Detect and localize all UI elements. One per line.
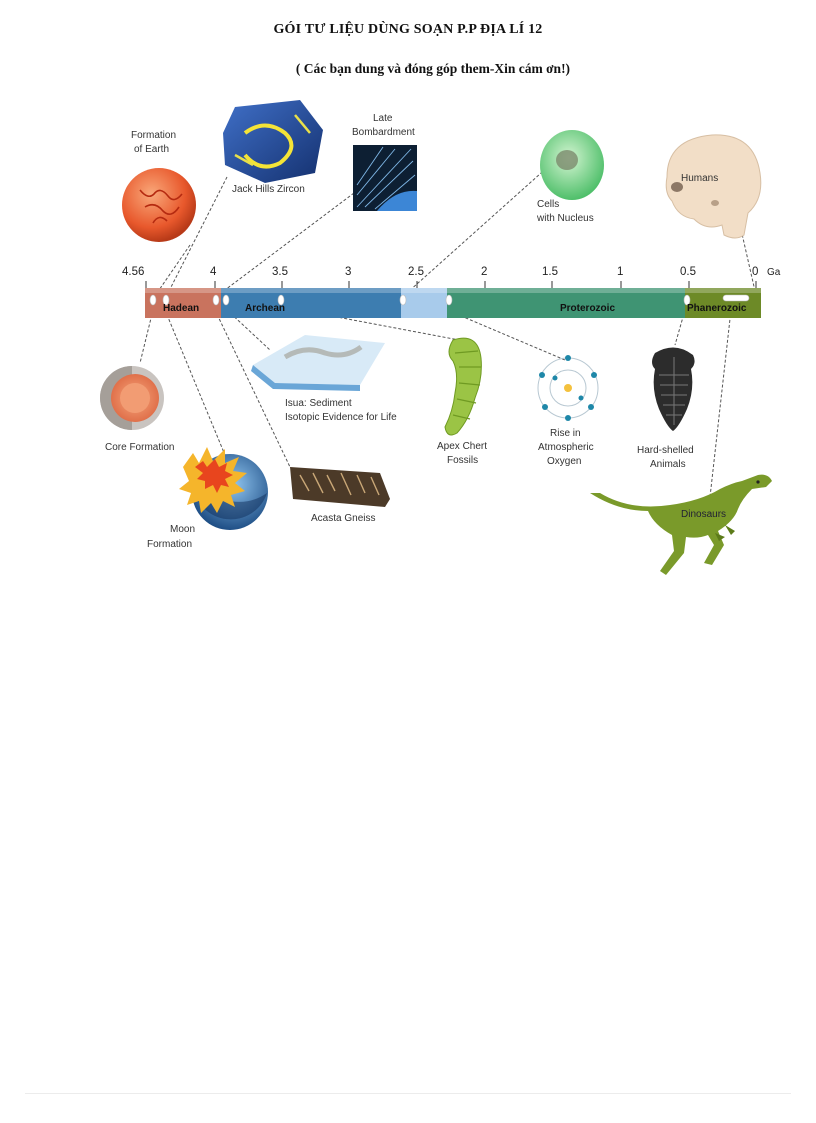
- hard-shelled-label-1: Hard-shelled: [637, 445, 694, 456]
- eon-label-archean: Archean: [245, 303, 285, 314]
- humans-label: Humans: [681, 173, 718, 184]
- dinosaurs-event: Dinosaurs: [590, 474, 772, 575]
- eon-label-hadean: Hadean: [163, 303, 199, 314]
- rise-in-oxygen-event: Rise in Atmospheric Oxygen: [537, 355, 599, 467]
- isua-label-2: Isotopic Evidence for Life: [285, 412, 397, 423]
- moon-formation-label-2: Formation: [147, 539, 192, 550]
- moon-formation-label-1: Moon: [170, 524, 195, 535]
- dinosaur-icon: [590, 474, 772, 575]
- tick-label-4: 4: [210, 266, 217, 278]
- tick-label-1: 1: [617, 266, 623, 278]
- eon-label-proterozoic: Proterozoic: [560, 303, 615, 314]
- trilobite-icon: [652, 347, 695, 431]
- tick-label-2-5: 2.5: [408, 266, 424, 278]
- human-skull-icon: [665, 134, 762, 239]
- tick-label-1-5: 1.5: [542, 266, 558, 278]
- phanerozoic-segment: [685, 288, 761, 318]
- hard-shelled-animals-event: Hard-shelled Animals: [637, 347, 695, 470]
- tick-label-3: 3: [345, 266, 351, 278]
- jack-hills-zircon-event: Jack Hills Zircon: [223, 100, 323, 195]
- humans-event: Humans: [665, 134, 762, 239]
- tick-label-0-5: 0.5: [680, 266, 696, 278]
- eon-label-phanerozoic: Phanerozoic: [687, 303, 747, 314]
- tick-label-0: 0: [752, 266, 758, 278]
- late-bombardment-label-2: Bombardment: [352, 127, 415, 138]
- formation-of-earth-label-1: Formation: [131, 130, 176, 141]
- moon-formation-event: Moon Formation: [147, 447, 268, 550]
- sediment-layer-icon: [253, 335, 385, 385]
- formation-of-earth-event: Formation of Earth: [122, 130, 196, 242]
- fossil-worm-icon: [444, 337, 482, 436]
- rise-oxygen-label-1: Rise in: [550, 428, 581, 439]
- isua-sediment-event: Isua: Sediment Isotopic Evidence for Lif…: [251, 335, 397, 423]
- tick-label-2: 2: [481, 266, 487, 278]
- core-formation-label: Core Formation: [105, 442, 174, 453]
- tick-label-3-5: 3.5: [272, 266, 288, 278]
- rise-oxygen-label-3: Oxygen: [547, 456, 581, 467]
- earth-history-timeline-diagram: Hadean Archean Proterozoic Phanerozoic 4…: [100, 100, 781, 575]
- molten-earth-icon: [122, 168, 196, 242]
- axis-unit-label: Ga: [767, 267, 781, 278]
- page-bottom-rule: [25, 1093, 791, 1094]
- jack-hills-zircon-label: Jack Hills Zircon: [232, 184, 305, 195]
- core-formation-event: Core Formation: [100, 366, 174, 453]
- isua-label-1: Isua: Sediment: [285, 398, 352, 409]
- timeline-bar: Hadean Archean Proterozoic Phanerozoic: [145, 288, 761, 318]
- zircon-crystal-icon: [223, 100, 323, 183]
- time-axis: [145, 281, 757, 288]
- proterozoic-segment: [447, 288, 685, 318]
- apex-chert-label-2: Fossils: [447, 455, 478, 466]
- rise-oxygen-label-2: Atmospheric: [538, 442, 594, 453]
- apex-chert-label-1: Apex Chert: [437, 441, 487, 452]
- late-bombardment-event: Late Bombardment: [352, 113, 417, 211]
- acasta-gneiss-event: Acasta Gneiss: [290, 467, 390, 524]
- late-bombardment-label-1: Late: [373, 113, 393, 124]
- archean-light-segment: [401, 288, 447, 318]
- dinosaurs-label: Dinosaurs: [681, 509, 726, 520]
- page-subtitle: ( Các bạn dung và đóng góp them-Xin cám …: [295, 61, 571, 76]
- hard-shelled-label-2: Animals: [650, 459, 686, 470]
- acasta-gneiss-label: Acasta Gneiss: [311, 513, 375, 524]
- apex-chert-fossils-event: Apex Chert Fossils: [437, 337, 487, 466]
- tick-label-4-56: 4.56: [122, 266, 144, 278]
- cells-with-nucleus-label-1: Cells: [537, 199, 559, 210]
- hadean-segment: [145, 288, 221, 318]
- cells-with-nucleus-event: Cells with Nucleus: [536, 130, 604, 224]
- page-title: GÓI TƯ LIỆU DÙNG SOẠN P.P ĐỊA LÍ 12: [273, 22, 543, 37]
- cells-with-nucleus-label-2: with Nucleus: [536, 213, 594, 224]
- archean-segment: [221, 288, 401, 318]
- formation-of-earth-label-2: of Earth: [134, 144, 169, 155]
